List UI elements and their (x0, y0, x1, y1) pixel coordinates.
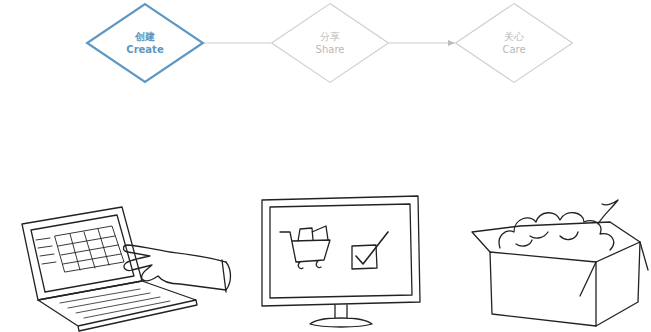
cart-goods (298, 226, 328, 241)
diamond-outline (455, 3, 573, 83)
monitor-screen (270, 204, 412, 298)
box-front (490, 252, 596, 326)
packing-fill (499, 213, 614, 250)
step-label-en: Share (316, 43, 345, 56)
flow-connector (389, 40, 455, 46)
monitor-stand (310, 305, 372, 327)
step-label-en: Create (126, 43, 163, 56)
cart-icon (280, 232, 330, 269)
paper-curl (598, 200, 618, 224)
step-label-zh: 分享 (320, 30, 340, 43)
check-mark (356, 232, 388, 264)
box-side (596, 242, 640, 326)
connector-line (389, 42, 455, 43)
laptop-display (31, 215, 134, 292)
check-box (352, 245, 377, 269)
step-diamond: 关心Care (455, 3, 573, 83)
flow-connector (204, 43, 271, 44)
diamond-shape (456, 4, 573, 83)
laptop-sketch (22, 207, 231, 331)
monitor-sketch (262, 196, 420, 327)
laptop-base (38, 281, 197, 331)
screen-sidebar (36, 238, 56, 264)
diamond-outline (86, 3, 204, 83)
diamond-shape (272, 4, 389, 83)
monitor-frame (262, 196, 420, 306)
laptop-keys (60, 289, 170, 318)
diamond-outline (271, 3, 389, 83)
step-label-en: Care (502, 43, 525, 56)
parcel-sketch (472, 200, 648, 326)
cuff (222, 260, 231, 292)
step-diamond: 创建Create (86, 3, 204, 83)
arrow-head (448, 40, 455, 46)
step-label-zh: 关心 (504, 30, 524, 43)
connector-line (204, 42, 271, 43)
screen-table (55, 226, 124, 272)
box-flaps (472, 222, 648, 296)
hand (124, 245, 227, 290)
laptop-screen (22, 207, 142, 300)
step-diamond: 分享Share (271, 3, 389, 83)
diamond-shape (87, 4, 203, 82)
step-label-zh: 创建 (135, 30, 155, 43)
